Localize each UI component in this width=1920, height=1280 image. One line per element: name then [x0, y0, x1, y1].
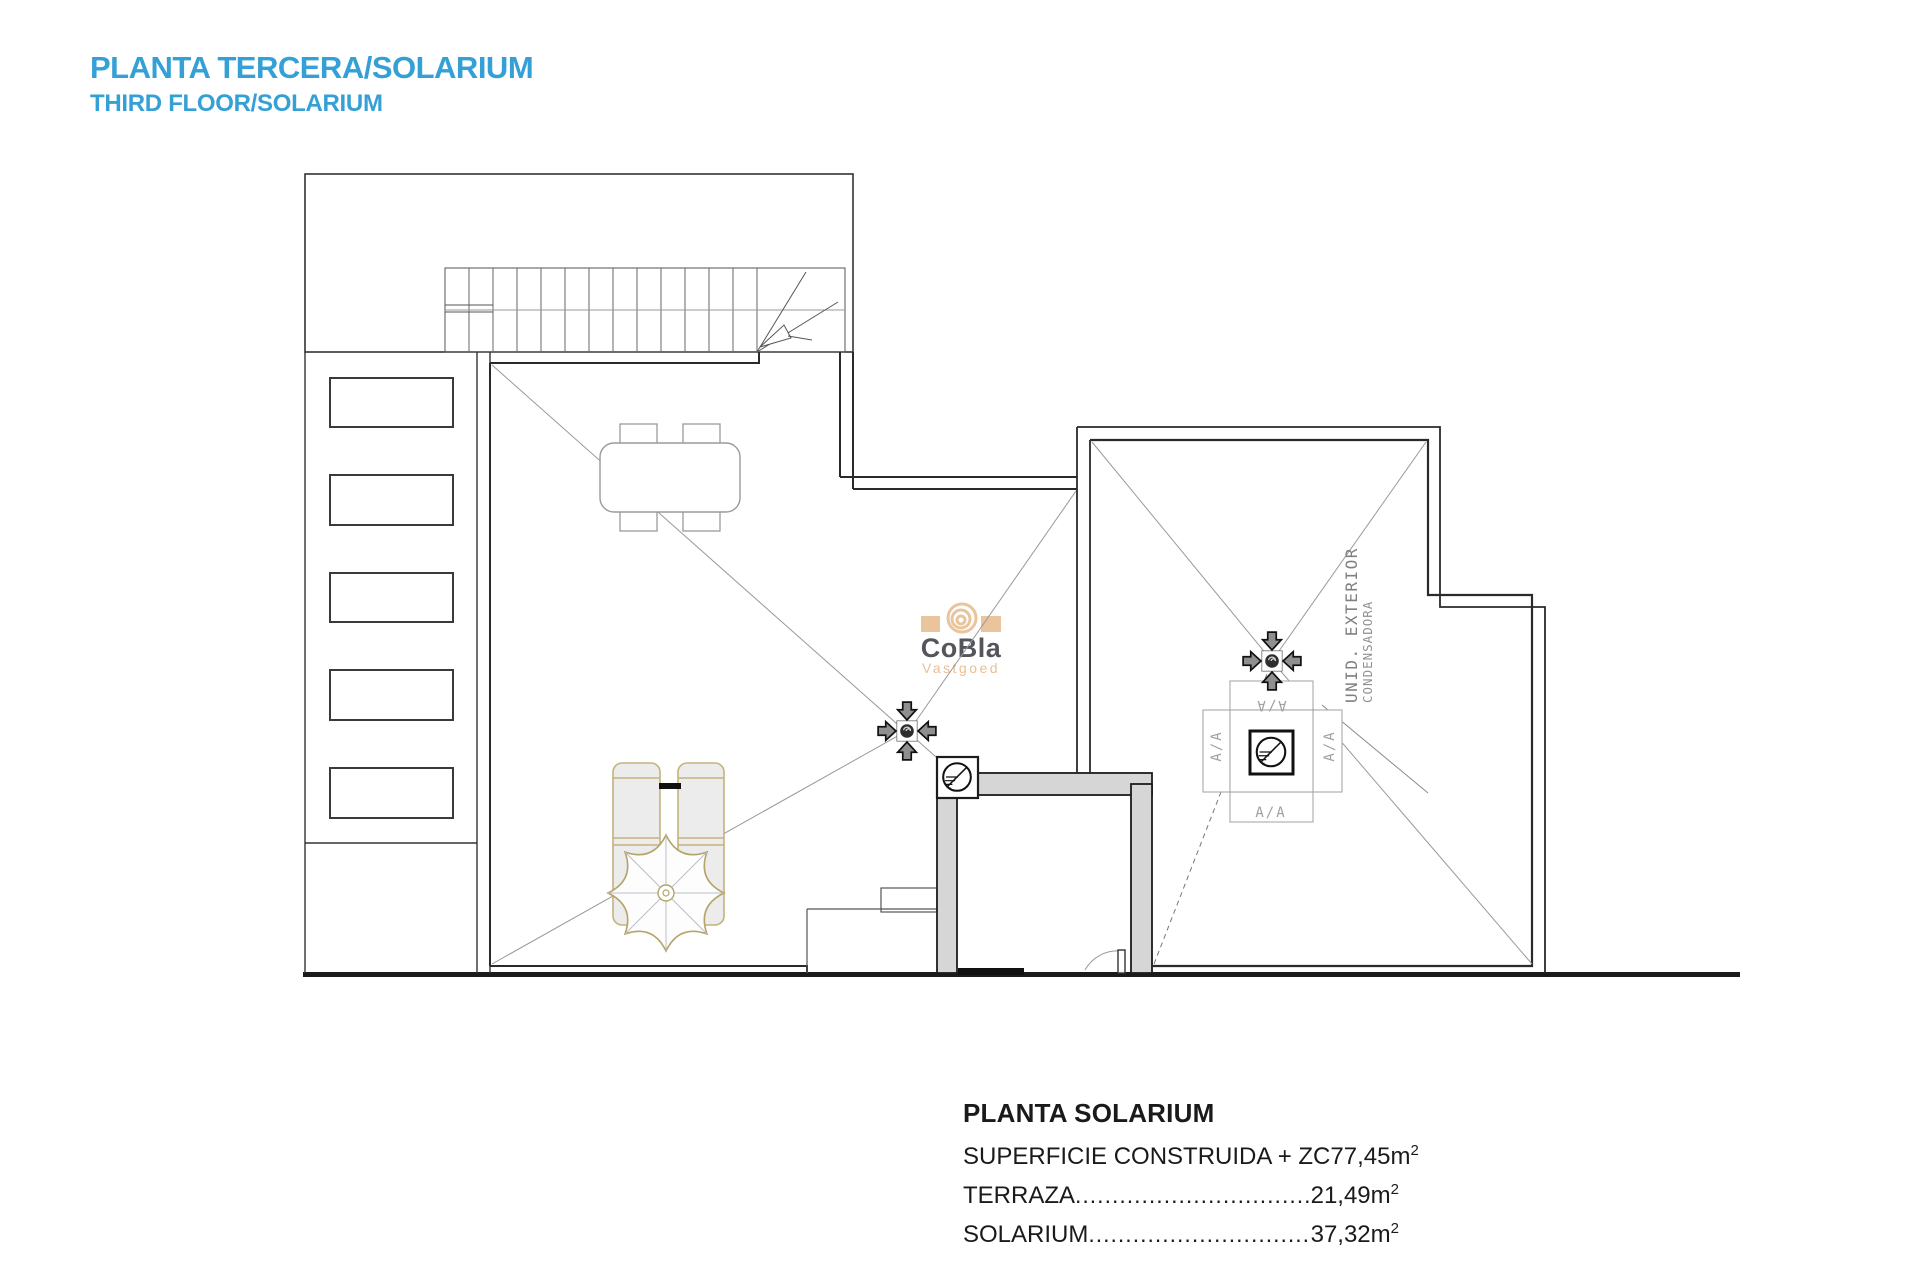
ac-flap-label-right: A/A	[1322, 730, 1338, 761]
summary-row: TERRAZA.................................…	[963, 1176, 1399, 1215]
page-title: PLANTA TERCERA/SOLARIUM	[90, 50, 534, 85]
left-terrace-outline	[489, 352, 1077, 973]
louver-panel	[329, 669, 454, 721]
leader-dots: ........................................…	[1088, 1221, 1311, 1247]
drain-symbol-left	[878, 702, 936, 760]
ac-flap-label-left: A/A	[1209, 730, 1225, 761]
door-leaf	[1117, 949, 1126, 974]
logo-bar-left	[921, 616, 940, 632]
summary-title: PLANTA SOLARIUM	[963, 1098, 1215, 1128]
logo-rings-icon	[946, 602, 978, 634]
summary-row-label: SUPERFICIE CONSTRUIDA + ZC	[963, 1143, 1331, 1170]
summary-row-label: SOLARIUM	[963, 1221, 1089, 1248]
left-terrace-slope-lines	[491, 364, 1077, 965]
parasol	[606, 833, 726, 953]
ac-flap-label-bottom: A/A	[1255, 805, 1286, 821]
logo-subtitle: Vastgoed	[921, 660, 1001, 676]
ac-condenser-unit: A/A A/A A/A A/A UNID. EXTERIOR CONDENSAD…	[1202, 547, 1375, 823]
ac-flap-label-top: A/A	[1255, 697, 1286, 713]
ac-unit-label-line2: CONDENSADORA	[1360, 601, 1375, 703]
louver-panel	[329, 474, 454, 526]
door-swing-arc	[1084, 950, 1121, 971]
summary-row-label: TERRAZA	[963, 1182, 1076, 1209]
louver-panels	[329, 377, 454, 819]
summary-row-value: 37,32	[1310, 1221, 1371, 1248]
louver-panel	[329, 572, 454, 623]
upper-roof-outline	[304, 173, 854, 353]
summary-row: SUPERFICIE CONSTRUIDA + ZC..............…	[963, 1137, 1419, 1176]
louver-panel	[329, 767, 454, 819]
louver-panel	[329, 377, 454, 428]
right-terrace-outline	[1077, 426, 1546, 973]
rooflight-symbol	[942, 762, 972, 792]
area-summary: PLANTA SOLARIUM SUPERFICIE CONSTRUIDA + …	[963, 1098, 1419, 1254]
summary-row-value: 77,45	[1330, 1143, 1391, 1170]
dining-table	[599, 442, 741, 513]
dividing-parapet	[1076, 427, 1091, 773]
leader-dots: ........................................…	[1075, 1182, 1311, 1208]
stairs	[444, 267, 846, 353]
dining-set	[599, 423, 741, 532]
page-subtitle: THIRD FLOOR/SOLARIUM	[90, 90, 383, 117]
ac-fan-symbol	[1255, 736, 1287, 768]
threshold	[958, 968, 1024, 975]
summary-row-value: 21,49	[1310, 1182, 1371, 1209]
summary-row: SOLARIUM................................…	[963, 1215, 1399, 1254]
stair-core	[935, 755, 1153, 975]
ac-unit-label-line1: UNID. EXTERIOR	[1342, 547, 1361, 703]
left-strip	[304, 352, 491, 973]
